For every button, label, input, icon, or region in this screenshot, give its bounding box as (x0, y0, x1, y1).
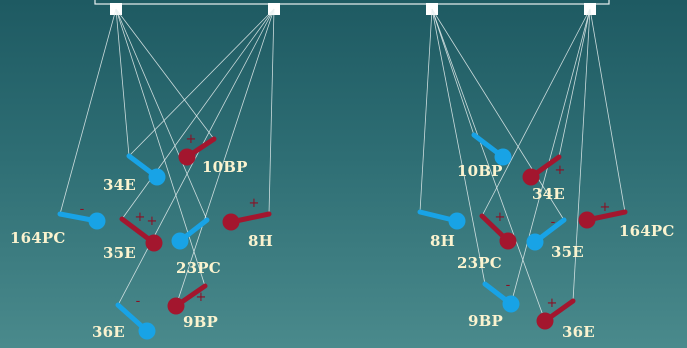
string-17 (481, 8, 591, 217)
charge-sign-10: + (600, 200, 611, 215)
label-34e-right: 34E (532, 185, 565, 203)
label-164pc-right: 164PC (619, 222, 675, 240)
string-7 (121, 8, 275, 220)
charge-sign-8: + (555, 163, 566, 178)
charge-sign-2: + (135, 210, 146, 225)
label-23pc-right: 23PC (457, 254, 502, 272)
probe-9bp-left (167, 283, 208, 315)
probe-34e-right (522, 154, 562, 186)
string-9 (175, 8, 275, 307)
string-2 (115, 8, 215, 140)
label-36e-left: 36E (92, 323, 125, 341)
charge-sign-1: + (186, 132, 197, 147)
string-5 (59, 8, 117, 215)
probe-10bp-left-head (178, 148, 196, 166)
string-11 (431, 8, 475, 136)
probe-36e-right-head (536, 312, 554, 330)
probe-34e-right-head (522, 168, 540, 186)
label-8h-left: 8H (248, 232, 274, 250)
probe-9bp-right (482, 281, 520, 313)
string-14 (431, 8, 546, 322)
probe-8h-right-head (448, 212, 466, 230)
string-16 (558, 8, 591, 158)
label-8h-right: 8H (430, 232, 456, 250)
probe-23pc-right-head (499, 232, 517, 250)
label-164pc-left: 164PC (10, 229, 66, 247)
probe-8h-right (417, 209, 466, 230)
probe-23pc-left (171, 217, 210, 250)
probe-164pc-right (578, 209, 628, 229)
probe-10bp-right-head (494, 148, 512, 166)
string-6 (128, 8, 275, 157)
probe-9bp-right-head (502, 295, 520, 313)
charge-sign-9: + (495, 210, 506, 225)
probe-35e-right (526, 217, 567, 251)
label-23pc-left: 23PC (176, 259, 221, 277)
string-3 (115, 8, 208, 221)
string-10 (117, 8, 275, 306)
label-10bp-left: 10BP (202, 158, 248, 176)
probe-9bp-left-head (167, 297, 185, 315)
string-20 (572, 8, 591, 302)
probe-36e-left-head (138, 322, 156, 340)
probe-164pc-right-head (578, 211, 596, 229)
string-12 (419, 8, 433, 213)
charge-sign-3: + (147, 214, 158, 229)
probe-10bp-left (178, 136, 217, 166)
probe-35e-left-head (145, 234, 163, 252)
probe-23pc-right (479, 213, 517, 250)
probe-35e-right-head (526, 233, 544, 251)
string-19 (510, 8, 591, 305)
label-35e-right: 35E (551, 243, 584, 261)
charge-sign-5: + (196, 290, 207, 305)
label-9bp-left: 9BP (183, 313, 218, 331)
probe-36e-right (536, 298, 576, 330)
charge-sign-13: - (551, 215, 556, 230)
label-36e-right: 36E (562, 323, 595, 341)
label-35e-left: 35E (103, 244, 136, 262)
charge-sign-12: - (506, 278, 511, 293)
probe-8h-left (222, 211, 272, 231)
probe-34e-left-head (148, 168, 166, 186)
string-1 (115, 8, 130, 157)
top-bar (94, 0, 610, 5)
probe-8h-left-head (222, 213, 240, 231)
label-9bp-right: 9BP (468, 312, 503, 330)
charge-sign-6: - (136, 294, 141, 309)
probe-36e-left (115, 302, 156, 340)
charge-sign-7: - (80, 202, 85, 217)
string-18 (589, 8, 626, 213)
probe-164pc-left (57, 211, 106, 230)
label-34e-left: 34E (103, 176, 136, 194)
probe-23pc-left-head (171, 232, 189, 250)
string-13 (431, 8, 565, 221)
probe-10bp-right (471, 132, 512, 166)
probe-164pc-left-head (88, 212, 106, 230)
charge-sign-11: + (547, 296, 558, 311)
string-15 (431, 8, 486, 285)
probe-35e-left (119, 216, 163, 252)
string-8 (268, 8, 275, 215)
string-4 (115, 8, 206, 287)
label-10bp-right: 10BP (457, 162, 503, 180)
charge-sign-4: + (249, 196, 260, 211)
probe-34e-left (126, 153, 166, 186)
